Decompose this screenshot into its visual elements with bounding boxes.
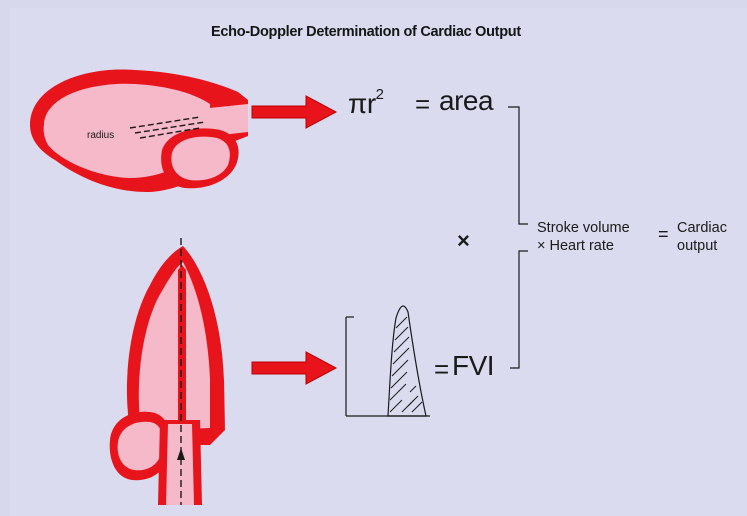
equals-sign-output: = — [658, 224, 669, 245]
pi-r-label: πr — [348, 88, 376, 119]
cardiac-output-label: Cardiac output — [677, 219, 727, 255]
fvi-label: FVI — [452, 350, 494, 382]
multiply-sign: × — [457, 228, 470, 254]
combining-bracket — [508, 107, 528, 368]
heart-apical-view — [110, 238, 225, 505]
stroke-volume-label: Stroke volume — [537, 219, 630, 237]
page-title: Echo-Doppler Determination of Cardiac Ou… — [211, 24, 521, 40]
heart-long-axis-view — [30, 70, 248, 193]
pi-r-squared: πr2 — [348, 88, 384, 120]
stroke-volume-heart-rate: Stroke volume × Heart rate — [537, 219, 630, 255]
heart-rate-label: × Heart rate — [537, 237, 630, 255]
equals-sign-fvi: = — [434, 354, 449, 385]
cardiac-label: Cardiac — [677, 219, 727, 237]
doppler-spectrum — [346, 306, 430, 416]
output-label: output — [677, 237, 727, 255]
area-label: area — [439, 85, 493, 117]
radius-label: radius — [87, 130, 114, 141]
exponent-label: 2 — [376, 86, 384, 103]
apical-septum — [178, 265, 186, 420]
arrow-to-area — [252, 96, 336, 128]
arrow-to-fvi — [252, 352, 336, 384]
equals-sign-area: = — [415, 89, 430, 120]
